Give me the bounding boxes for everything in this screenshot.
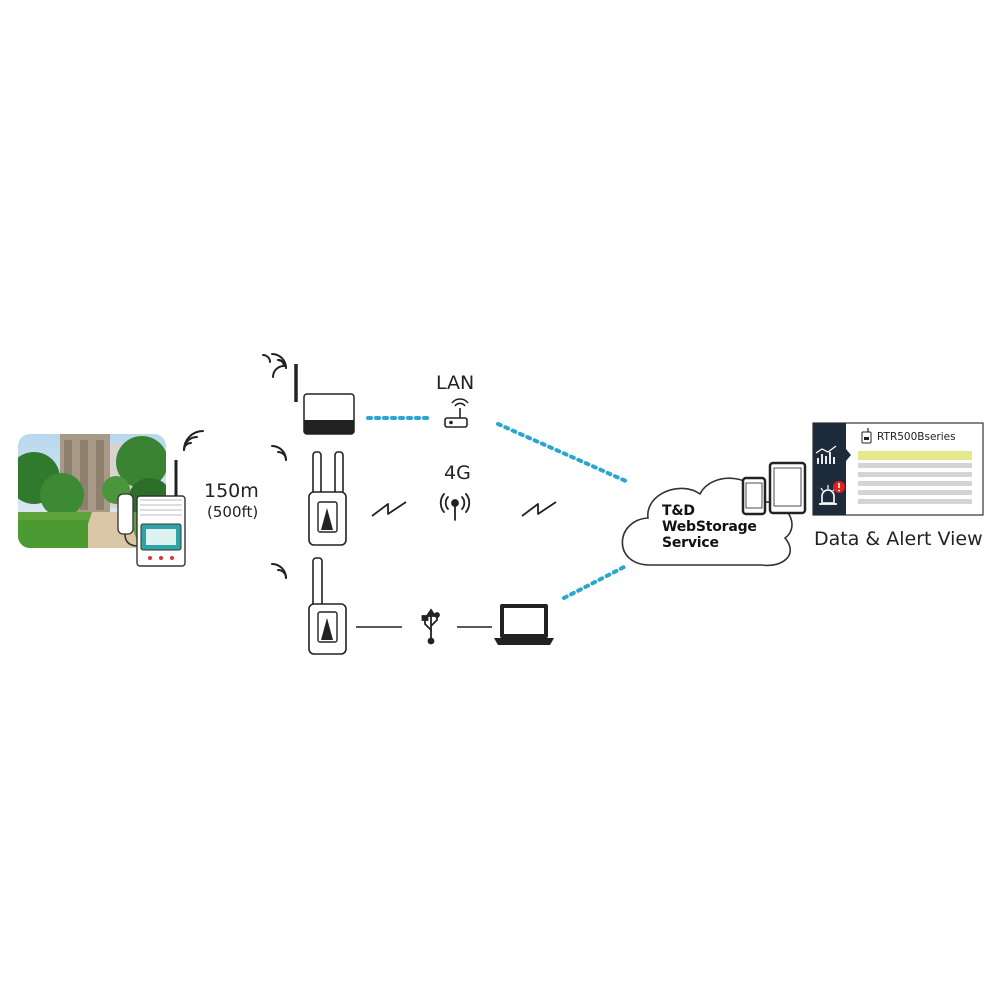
router-icon — [444, 398, 469, 428]
wifi-waves-icon — [183, 430, 204, 451]
cloud-service-label: T&D WebStorage Service — [662, 503, 757, 551]
panel-title: RTR500Bseries — [877, 431, 956, 443]
distance-label: 150m — [204, 480, 259, 502]
cloud-line-3: Service — [662, 535, 719, 551]
lan-label: LAN — [436, 372, 475, 394]
tablet-icon — [768, 461, 807, 515]
lan-dotted-link — [366, 416, 630, 484]
cloud-line-1: T&D — [662, 503, 695, 519]
alert-badge-icon — [833, 481, 845, 493]
distance-ft-label: (500ft) — [207, 503, 259, 521]
outdoor-logger-photo — [18, 434, 186, 567]
data-alert-panel — [812, 422, 984, 516]
4g-base-station — [308, 451, 347, 546]
internet-dotted-link — [562, 564, 628, 600]
lan-base-station — [294, 364, 355, 435]
wifi-waves-icon — [271, 353, 287, 369]
laptop-icon — [494, 604, 554, 645]
usb-icon — [421, 608, 440, 645]
wifi-waves-icon — [271, 563, 287, 579]
chart-icon — [815, 445, 837, 464]
usb-base-station — [308, 557, 347, 655]
logger-small-icon — [861, 428, 872, 444]
cellular-signal-icon — [371, 501, 557, 517]
wifi-waves-icon — [271, 445, 287, 461]
antenna-icon — [439, 493, 471, 521]
smartphone-icon — [741, 476, 767, 516]
view-label: Data & Alert View — [814, 528, 983, 550]
cloud-line-2: WebStorage — [662, 519, 757, 535]
4g-label: 4G — [444, 462, 471, 484]
